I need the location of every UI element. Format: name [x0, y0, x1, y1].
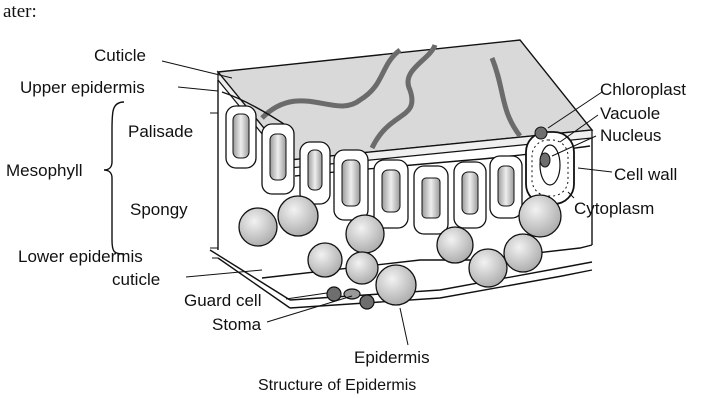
label-nucleus: Nucleus [600, 126, 661, 145]
label-guard-cell: Guard cell [184, 291, 261, 310]
label-mesophyll: Mesophyll [6, 161, 83, 180]
label-epidermis: Epidermis [354, 348, 430, 367]
label-cell-wall: Cell wall [614, 165, 677, 184]
label-upper-epidermis: Upper epidermis [20, 78, 145, 97]
leaf-block [210, 40, 592, 309]
highlighted-cell [526, 127, 574, 204]
label-cuticle-bottom: cuticle [112, 270, 160, 289]
figure-caption: Structure of Epidermis [258, 377, 416, 394]
mesophyll-brace [104, 102, 124, 254]
label-spongy: Spongy [130, 200, 188, 219]
label-cuticle-top: Cuticle [94, 46, 146, 65]
label-stoma: Stoma [212, 315, 262, 334]
label-palisade: Palisade [128, 122, 193, 141]
header-fragment: ater: [3, 1, 37, 22]
label-lower-epidermis: Lower epidermis [18, 247, 143, 266]
label-chloroplast: Chloroplast [600, 80, 686, 99]
label-cytoplasm: Cytoplasm [574, 199, 654, 218]
label-vacuole: Vacuole [600, 104, 660, 123]
